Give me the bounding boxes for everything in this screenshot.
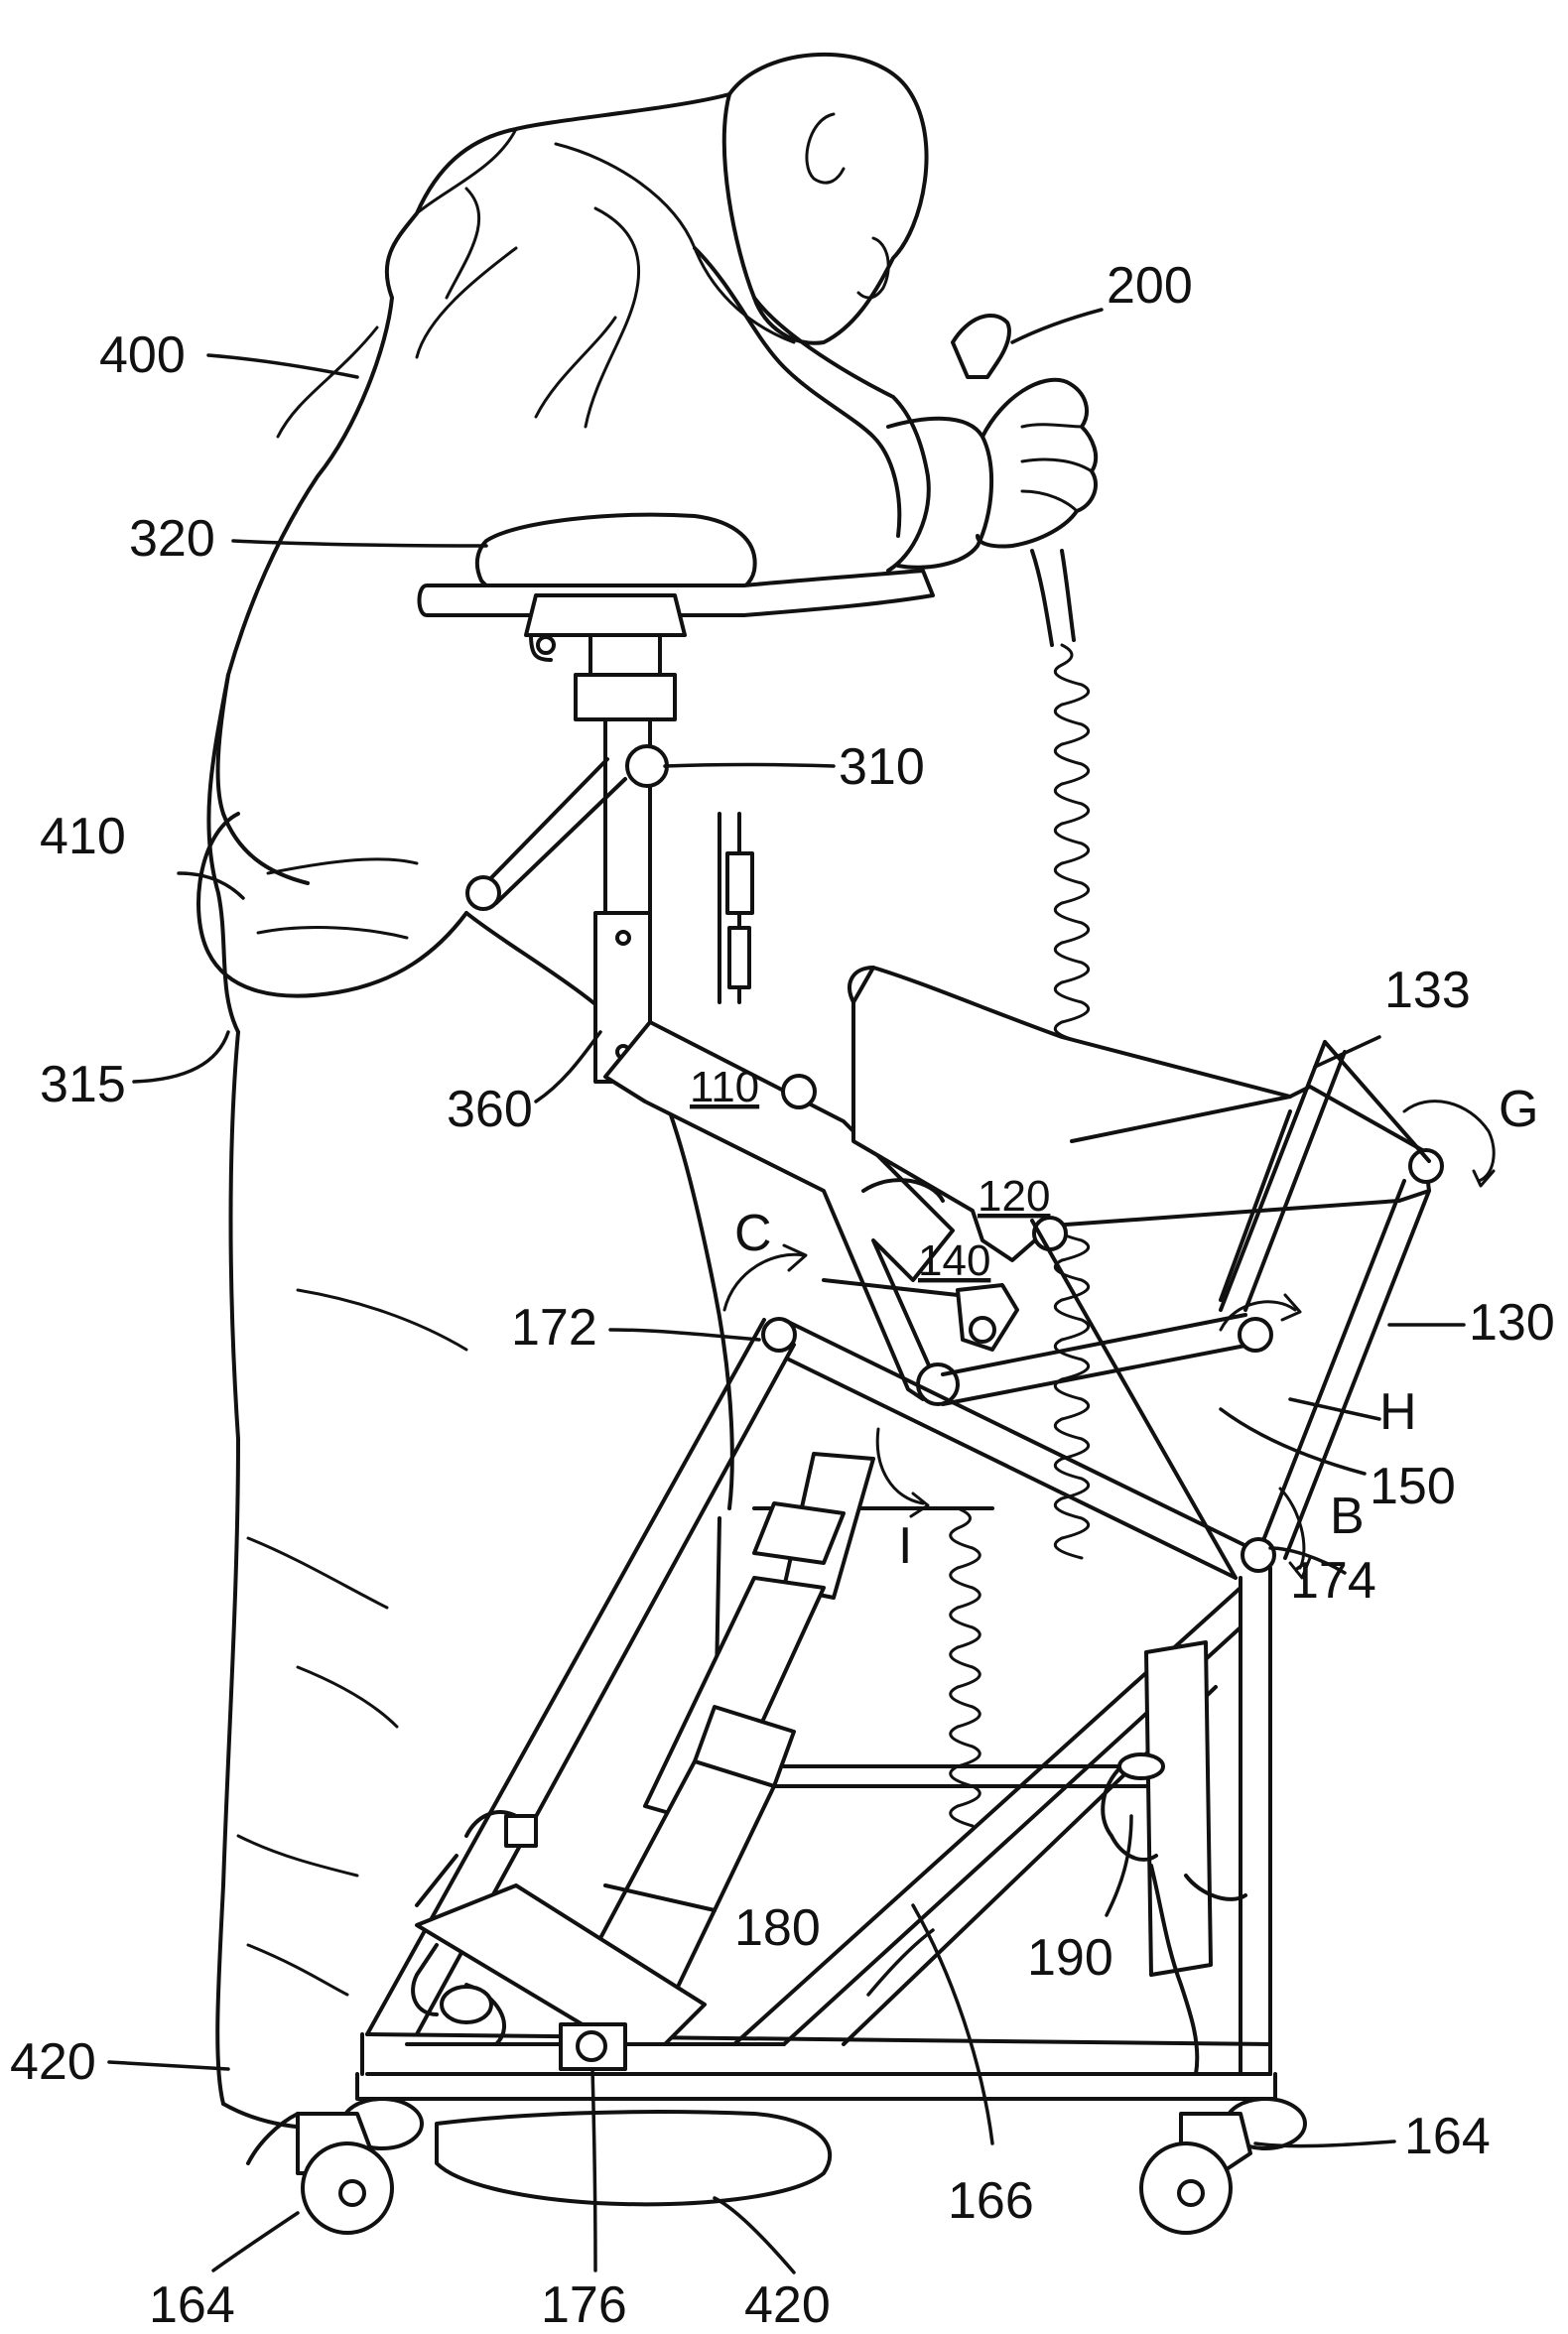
label-420-bottom: 420 <box>744 2276 831 2334</box>
label-B: B <box>1330 1488 1365 1545</box>
motion-arrows <box>722 1100 1496 1580</box>
label-130: 130 <box>1469 1294 1555 1352</box>
battery-190 <box>1101 1640 1247 2076</box>
person-figure <box>196 53 1099 2207</box>
leader-lines <box>107 308 1466 2274</box>
label-C: C <box>734 1205 772 1262</box>
label-410: 410 <box>40 808 126 865</box>
label-133: 133 <box>1384 962 1471 1019</box>
label-120: 120 <box>978 1172 1050 1221</box>
bracket-140 <box>822 1178 1019 1352</box>
label-174: 174 <box>1290 1552 1376 1610</box>
label-176: 176 <box>541 2276 627 2334</box>
label-320: 320 <box>129 510 215 568</box>
label-360: 360 <box>447 1081 533 1138</box>
support-column <box>465 717 669 1084</box>
armrest-pad <box>417 512 935 721</box>
label-140: 140 <box>918 1236 990 1285</box>
label-150: 150 <box>1370 1458 1456 1515</box>
rear-post <box>718 812 754 1004</box>
label-172: 172 <box>511 1299 597 1357</box>
label-400: 400 <box>99 326 186 384</box>
label-H: H <box>1379 1383 1417 1441</box>
frame-link-110 <box>603 1020 960 1406</box>
label-310: 310 <box>839 738 925 796</box>
label-110: 110 <box>690 1063 759 1111</box>
label-I: I <box>898 1517 912 1575</box>
label-166: 166 <box>948 2172 1034 2230</box>
label-G: G <box>1499 1081 1538 1138</box>
actuator-180 <box>411 1452 875 2046</box>
caster-wheel-left <box>246 2097 424 2235</box>
caster-wheel-right <box>1139 2097 1307 2235</box>
frame-link-120 <box>848 966 1444 1262</box>
label-200: 200 <box>1107 257 1193 315</box>
pivot-176 <box>559 2022 627 2071</box>
label-190: 190 <box>1027 1929 1113 1987</box>
label-180: 180 <box>734 1899 821 1957</box>
reference-labels: 200 400 320 310 410 315 360 110 133 G 12… <box>10 257 1555 2334</box>
handle-grip <box>951 313 1076 647</box>
label-164-left: 164 <box>149 2276 235 2334</box>
label-164-right: 164 <box>1404 2108 1491 2165</box>
coiled-cord-lower <box>949 1506 981 1828</box>
basket-130 <box>1070 1040 1431 1560</box>
label-315: 315 <box>40 1056 126 1113</box>
label-420-left: 420 <box>10 2033 96 2091</box>
